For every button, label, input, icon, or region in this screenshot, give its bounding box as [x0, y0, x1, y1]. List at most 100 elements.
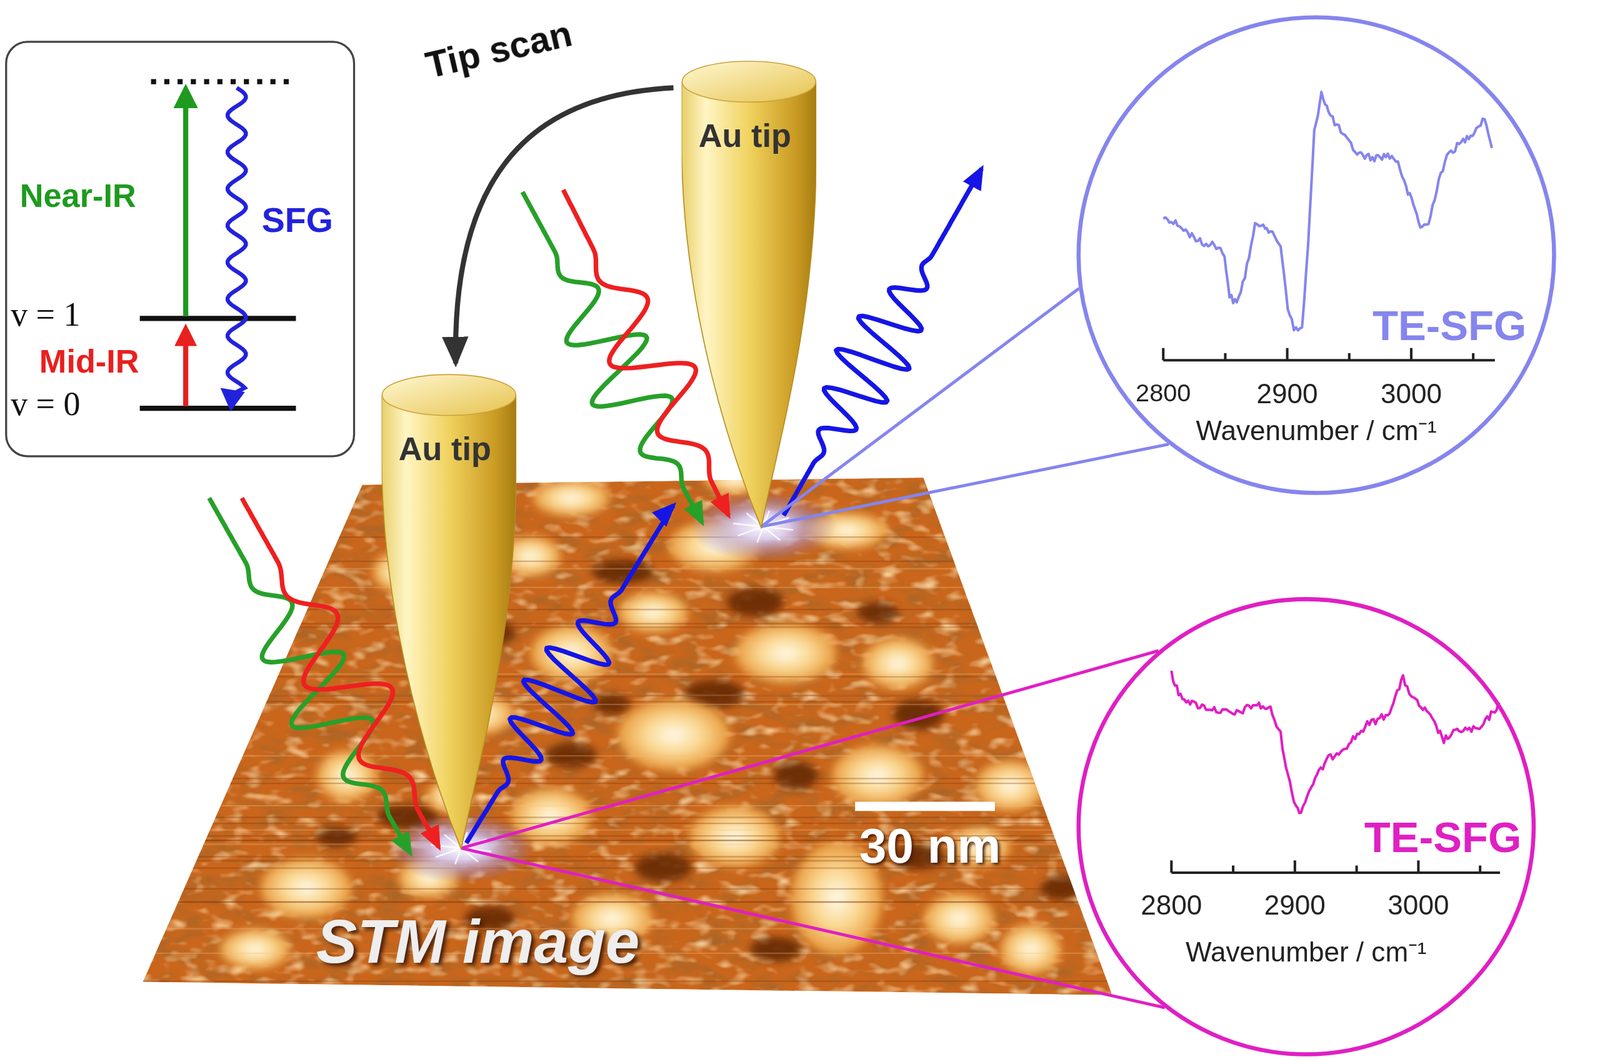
- axis-tick: [1355, 865, 1359, 872]
- tip-top: [381, 374, 516, 415]
- axis-tick: [1223, 353, 1227, 360]
- stm-pit: [1040, 875, 1082, 900]
- leader-line: [761, 288, 1079, 527]
- stm-scan-streak: [143, 694, 1113, 696]
- tip-top: [681, 61, 816, 102]
- stm-scan-streak: [143, 695, 1113, 697]
- stm-scan-streak: [143, 568, 1113, 570]
- x-axis: [1171, 871, 1500, 874]
- axis-tick: [1170, 860, 1173, 873]
- stm-pit: [750, 936, 802, 962]
- stm-pit: [773, 761, 819, 790]
- vibrational-level: [139, 315, 296, 320]
- tip-label: Au tip: [398, 430, 492, 469]
- stm-island: [688, 806, 781, 868]
- stm-scan-streak: [143, 626, 1113, 628]
- stm-scan-streak: [143, 622, 1113, 624]
- stm-texture: [143, 477, 1113, 995]
- glow-spark: [435, 848, 462, 857]
- virtual-level: [150, 78, 291, 84]
- axis-tick: [1416, 860, 1420, 873]
- mid-ir-arrow: [182, 340, 188, 405]
- mid-ir-arrowhead: [173, 323, 197, 346]
- spectrum-circle: TE-SFG 2800 2900 3000Wavenumber / cm⁻¹: [1076, 15, 1556, 495]
- scale-label: 30 nm: [859, 817, 1002, 874]
- scan-arrow: [455, 87, 674, 364]
- near-ir-arrowhead: [173, 83, 198, 108]
- beam-label: Near-IR: [20, 176, 137, 215]
- level-label: v = 1: [10, 295, 80, 335]
- stm-scan-streak: [143, 673, 1113, 675]
- axis-tick: [1161, 348, 1165, 361]
- stm-island: [532, 479, 610, 517]
- near-ir-arrow: [182, 101, 188, 316]
- stm-pit: [726, 587, 784, 617]
- stm-texture: [143, 477, 1113, 995]
- stm-base: [143, 477, 1113, 995]
- tick-label: 2900: [1264, 890, 1326, 922]
- tick-label: 2800: [1140, 890, 1202, 922]
- axis-tick: [1348, 353, 1351, 360]
- stm-scan-streak: [143, 560, 1113, 562]
- scale-bar: [855, 801, 995, 811]
- tick-label: 2900: [1256, 378, 1319, 411]
- stm-island: [617, 698, 730, 770]
- stm-island: [316, 750, 378, 802]
- spectrum-title: TE-SFG: [1364, 813, 1522, 863]
- x-axis: [1163, 358, 1495, 362]
- sfg-arrowhead: [220, 387, 245, 412]
- stm-scan-streak: [143, 536, 1113, 538]
- axis-tick: [1410, 348, 1413, 361]
- stm-island: [862, 637, 934, 689]
- leader-line: [461, 650, 1159, 849]
- glow-spark: [737, 526, 764, 535]
- axis-tick: [1231, 865, 1235, 872]
- level-label: v = 0: [10, 385, 80, 424]
- axis-tick: [1478, 865, 1482, 872]
- energy-level-box: Near-IR SFG Mid-IR v = 1 v = 0: [5, 40, 355, 457]
- tick-label: 2800: [1135, 378, 1191, 408]
- au-tip: Au tip: [381, 372, 517, 850]
- au-tip: Au tip: [681, 59, 817, 529]
- glow-spark: [763, 526, 780, 540]
- stm-scan-streak: [143, 816, 1113, 818]
- stm-island: [219, 928, 291, 970]
- spectrum-circle: TE-SFG 2800 2900 3000Wavenumber / cm⁻¹: [1076, 596, 1536, 1057]
- spectrum-title: TE-SFG: [1372, 301, 1527, 350]
- tick-label: 3000: [1380, 378, 1442, 411]
- vibrational-level: [139, 405, 296, 410]
- stm-island: [831, 745, 924, 807]
- stm-scan-streak: [143, 608, 1113, 610]
- stm-pit: [591, 559, 654, 584]
- stm-island: [923, 893, 995, 945]
- beam-label: SFG: [261, 199, 334, 240]
- stm-scan-streak: [143, 675, 1113, 677]
- beam-label: Mid-IR: [39, 342, 140, 380]
- stm-scan-streak: [143, 900, 1113, 902]
- tick-label: 3000: [1387, 890, 1449, 922]
- axis-title: Wavenumber / cm⁻¹: [1195, 415, 1437, 447]
- tip-shaft: [681, 81, 817, 528]
- stm-scan-streak: [143, 782, 1113, 784]
- edge-label: Tip scan: [421, 11, 576, 87]
- spectrum-trace: [1171, 670, 1500, 814]
- stm-island: [1000, 923, 1062, 975]
- axis-title: Wavenumber / cm⁻¹: [1185, 936, 1427, 969]
- axis-tick: [1293, 860, 1297, 873]
- light-pulse: [209, 498, 411, 854]
- stm-scan-streak: [143, 755, 1113, 757]
- stm-scan-streak: [143, 586, 1113, 588]
- spectrum-trace: [1163, 91, 1492, 330]
- stm-image: [143, 465, 1113, 995]
- axis-tick: [1286, 348, 1289, 361]
- stm-scan-streak: [143, 901, 1113, 903]
- stm-scan-streak: [143, 805, 1113, 807]
- tip-shaft: [381, 395, 517, 850]
- tip-label: Au tip: [698, 117, 792, 155]
- image-label: STM image: [316, 906, 640, 977]
- sfg-wave: [226, 87, 245, 394]
- stm-scan-streak: [143, 888, 1113, 890]
- leader-line: [761, 444, 1169, 527]
- axis-tick: [1471, 353, 1475, 360]
